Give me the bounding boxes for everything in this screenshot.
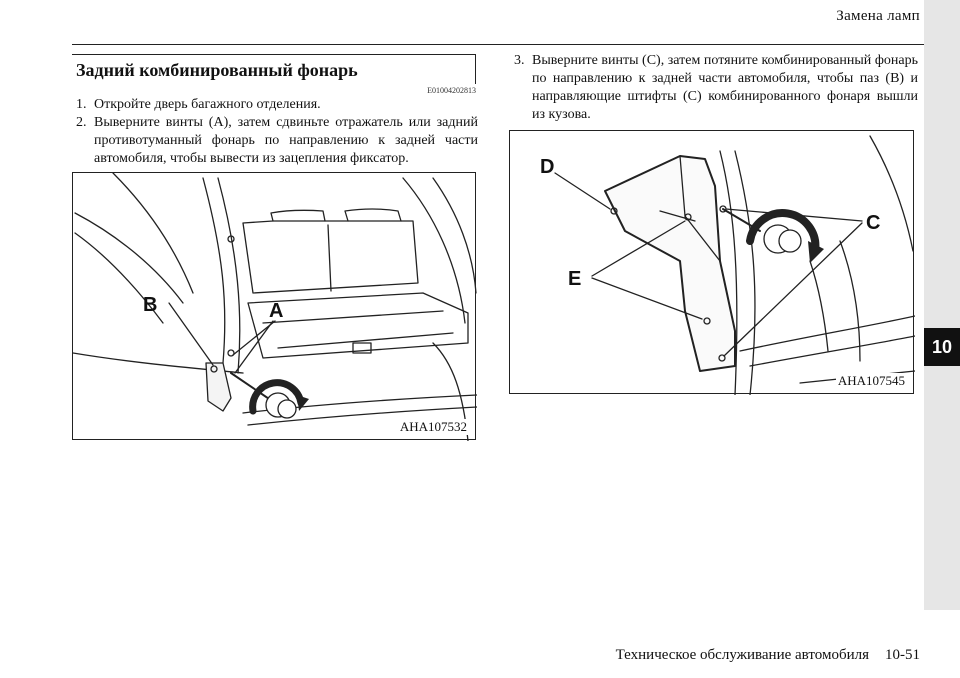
lamp-illustration	[554, 135, 915, 395]
steps-right: 3. Выверните винты (C), затем потяните к…	[514, 52, 918, 124]
chapter-tab[interactable]: 10	[924, 328, 960, 366]
callout-label: D	[540, 156, 555, 178]
step-item: 1. Откройте дверь багажного отделения.	[76, 96, 478, 114]
callout-label: A	[269, 300, 284, 322]
step-text: Откройте дверь багажного отделения.	[94, 97, 321, 112]
luggage-illustration	[73, 173, 477, 441]
figure-lamp-removal: D C E AHA107545	[509, 130, 915, 395]
callout-label: C	[866, 212, 881, 234]
running-header: Замена ламп	[836, 8, 920, 24]
figure-code: AHA107545	[835, 373, 907, 389]
step-number: 1.	[76, 97, 87, 112]
steps-left: 1. Откройте дверь багажного отделения. 2…	[76, 96, 478, 168]
step-text: Выверните винты (A), затем сдвиньте отра…	[94, 115, 478, 166]
section-title: Задний комбинированный фонарь	[72, 54, 476, 84]
figure-code: AHA107532	[397, 419, 469, 435]
header-rule	[72, 44, 925, 45]
section-code: E01004202813	[427, 86, 476, 95]
step-text: Выверните винты (C), затем потяните комб…	[532, 53, 918, 122]
step-number: 2.	[76, 115, 87, 130]
step-item: 3. Выверните винты (C), затем потяните к…	[514, 52, 918, 124]
step-number: 3.	[514, 53, 525, 68]
step-item: 2. Выверните винты (A), затем сдвиньте о…	[76, 114, 478, 168]
callout-label: B	[143, 294, 158, 316]
callout-label: E	[568, 268, 582, 290]
page-number: 10-51	[885, 647, 920, 663]
figure-luggage-compartment: B A AHA107532	[72, 172, 477, 441]
page-footer: Техническое обслуживание автомобиля 10-51	[616, 647, 920, 664]
side-band	[924, 0, 960, 610]
footer-text: Техническое обслуживание автомобиля	[615, 647, 869, 663]
